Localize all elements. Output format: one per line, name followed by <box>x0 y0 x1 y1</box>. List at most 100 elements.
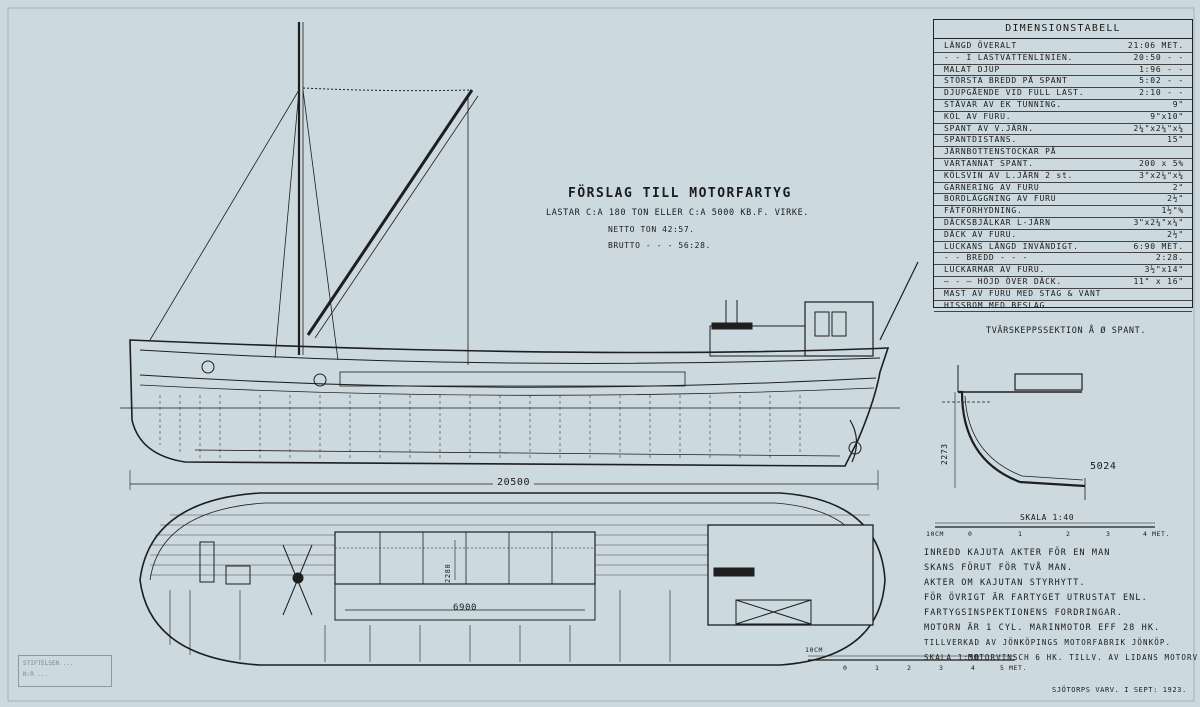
table-row-value: 2" <box>1172 182 1184 192</box>
table-row-value: 15" <box>1167 135 1184 145</box>
note-line: AKTER OM KAJUTAN STYRHYTT. <box>924 578 1086 588</box>
table-row-value: 9"x10" <box>1150 111 1184 121</box>
scale-tick-label: 3 <box>1106 530 1111 538</box>
drawing-title: FÖRSLAG TILL MOTORFARTYG <box>568 186 792 201</box>
table-row-label: LÄNGD ÖVERALT <box>944 41 1018 50</box>
table-row-label: STÄVAR AV EK TUNNING. <box>944 100 1062 109</box>
table-row: SPANT AV V.JÄRN. 2¼"x2¼"x¼ <box>934 123 1192 136</box>
scale-tick-label: 0 <box>968 530 973 538</box>
table-row-value: 3"x2¼"x¼" <box>1133 218 1184 227</box>
hatch-width-dimension: 2280 <box>444 563 452 583</box>
drawing-subtitle: LASTAR C:A 180 TON ELLER C:A 5000 KB.F. … <box>546 208 810 218</box>
note-line: MOTORVINSCH 6 HK. TILLV. AV LIDANS MOTOR… <box>968 653 1200 662</box>
table-row: BORDLÄGGNING AV FURU 2½" <box>934 193 1192 207</box>
table-row-value: 3½"x14" <box>1144 265 1184 275</box>
table-row-label: DÄCKSBJÄLKAR L-JÄRN <box>944 218 1051 227</box>
table-row: LUCKARMAR AV FURU. 3½"x14" <box>934 264 1192 277</box>
hatch-length-dimension: 6900 <box>453 603 478 613</box>
table-row-value: 2¼"x2¼"x¼ <box>1133 123 1184 133</box>
stamp-line: N:R ... <box>23 671 49 678</box>
table-row-value: 2:28. <box>1155 253 1184 263</box>
note-line: TILLVERKAD AV JÖNKÖPINGS MOTORFABRIK JÖN… <box>924 638 1172 647</box>
table-row-value: 2½" <box>1167 194 1184 204</box>
section-height-dimension: 2273 <box>940 443 949 465</box>
stamp-line: STIFTELSEN ... <box>23 660 74 667</box>
scale-tick-label: 4 MET. <box>1143 530 1171 538</box>
table-row: - - BREDD - - - 2:28. <box>934 252 1192 266</box>
table-row-label: STÖRSTA BREDD PÅ SPANT <box>944 76 1068 86</box>
scale-tick-label: 10CM <box>805 646 824 654</box>
table-row-label: HISSBOM MED BESLAG <box>944 300 1046 310</box>
table-row-label: SPANTDISTANS. <box>944 135 1018 145</box>
table-row-label: — - — HÖJD ÖVER DÄCK. <box>944 277 1062 286</box>
table-row-label: DJUPGÅENDE VID FULL LAST. <box>944 88 1085 98</box>
table-row-value: 1:96 - - <box>1139 64 1184 74</box>
main-scale-label: SKALA 1:50 <box>924 653 981 662</box>
table-row: FÄTFÖRHYDNING. 1½"% <box>934 205 1192 218</box>
table-row-value: 9" <box>1172 100 1184 109</box>
note-line: FÖR ÖVRIGT ÄR FARTYGET UTRUSTAT ENL. <box>924 593 1148 603</box>
table-row: LUCKANS LÄNGD INVÄNDIGT.6:90 MET. <box>934 241 1192 254</box>
note-line: SKANS FÖRUT FÖR TVÅ MAN. <box>924 563 1074 573</box>
table-row-value: 3"x2¼"x¼ <box>1139 170 1184 180</box>
table-row-label: MALAT DJUP <box>944 64 1001 74</box>
scale-tick-label: 4 <box>971 664 976 672</box>
brutto-tonnage: BRUTTO - - - 56:28. <box>608 241 711 250</box>
table-row-label: DÄCK AV FURU. <box>944 229 1018 239</box>
table-row-label: GARNERING AV FURU <box>944 182 1040 192</box>
note-line: FARTYGSINSPEKTIONENS FORDRINGAR. <box>924 608 1123 618</box>
table-row-label: KÖL AV FURU. <box>944 111 1012 121</box>
scale-tick-label: 2 <box>1066 530 1071 538</box>
netto-tonnage: NETTO TON 42:57. <box>608 225 695 234</box>
cross-section <box>808 365 1155 661</box>
table-row-value: 1½"% <box>1161 206 1184 216</box>
table-row-label: BORDLÄGGNING AV FURU <box>944 194 1057 204</box>
table-row-value: 2½" <box>1167 229 1184 239</box>
section-width-dimension: 5024 <box>1090 461 1117 472</box>
table-row-value: 5:02 - - <box>1139 76 1184 86</box>
table-row: HISSBOM MED BESLAG <box>934 300 1192 313</box>
scale-tick-label: 5 MET. <box>1000 664 1028 672</box>
table-row-value: 200 x 5% <box>1139 159 1184 168</box>
length-dimension: 20500 <box>493 477 535 488</box>
table-row-label: MAST AV FURU MED STAG & VANT <box>944 288 1102 298</box>
section-title: TVÄRSKEPPSSEKTION Å Ø SPANT. <box>986 326 1147 336</box>
table-row: KÖLSVIN AV L.JÄRN 2 st. 3"x2¼"x¼ <box>934 170 1192 183</box>
table-row: DÄCKSBJÄLKAR L-JÄRN 3"x2¼"x¼" <box>934 217 1192 230</box>
scale-tick-label: 2 <box>907 664 912 672</box>
scale-tick-label: 1 <box>1018 530 1023 538</box>
table-row: STÄVAR AV EK TUNNING. 9" <box>934 99 1192 112</box>
table-row: — - — HÖJD ÖVER DÄCK.11" x 16" <box>934 276 1192 289</box>
table-row: MAST AV FURU MED STAG & VANT <box>934 288 1192 301</box>
table-row-label: KÖLSVIN AV L.JÄRN 2 st. <box>944 170 1074 180</box>
table-row: - - I LASTVATTENLINIEN. 20:50 - - <box>934 52 1192 65</box>
table-row-label: - - BREDD - - - <box>944 253 1029 263</box>
archive-stamp: STIFTELSEN ... N:R ... <box>18 655 112 687</box>
scale-tick-label: 1 <box>875 664 880 672</box>
scale-tick-label: 0 <box>843 664 848 672</box>
table-row-label: LUCKARMAR AV FURU. <box>944 265 1046 275</box>
scale-tick-label: 10CM <box>926 530 945 538</box>
note-line: MOTORN ÄR 1 CYL. MARINMOTOR EFF 28 HK. <box>924 623 1161 633</box>
table-header: DIMENSIONSTABELL <box>934 20 1192 39</box>
table-row-label: LUCKANS LÄNGD INVÄNDIGT. <box>944 241 1079 251</box>
scale-tick-label: 3 <box>939 664 944 672</box>
side-view <box>120 22 919 490</box>
table-row-label: JÄRNBOTTENSTOCKAR PÅ <box>944 147 1057 157</box>
table-row-label: VARTANNAT SPANT. <box>944 159 1034 168</box>
table-row-label: FÄTFÖRHYDNING. <box>944 206 1023 216</box>
table-row-value: 2:10 - - <box>1139 88 1184 98</box>
table-row: KÖL AV FURU. 9"x10" <box>934 111 1192 124</box>
table-row: DÄCK AV FURU. 2½" <box>934 229 1192 242</box>
table-row-label: SPANT AV V.JÄRN. <box>944 123 1034 133</box>
plan-view <box>139 492 886 666</box>
table-row-label: - - I LASTVATTENLINIEN. <box>944 52 1074 62</box>
drawing-footer: SJÖTORPS VARV. I SEPT: 1923. <box>1052 686 1187 694</box>
table-row: JÄRNBOTTENSTOCKAR PÅ <box>934 146 1192 159</box>
note-line: INREDD KAJUTA AKTER FÖR EN MAN <box>924 548 1111 558</box>
table-row-value: 20:50 - - <box>1133 52 1184 62</box>
table-row: VARTANNAT SPANT. 200 x 5% <box>934 158 1192 171</box>
